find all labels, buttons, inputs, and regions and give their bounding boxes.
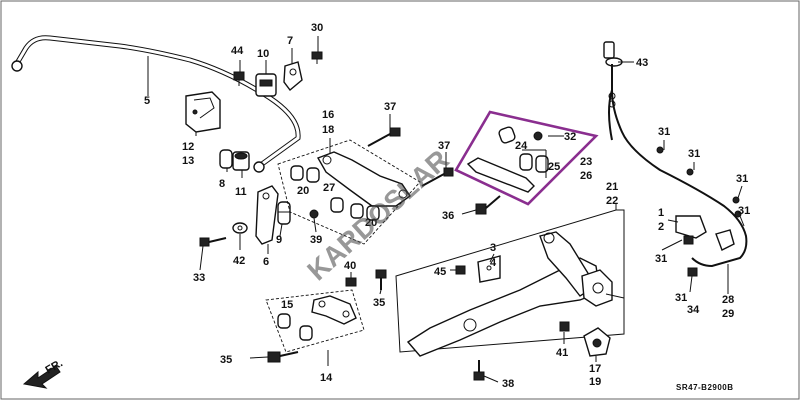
bolt-30 [311,51,323,64]
hub-cap-17 [583,327,611,357]
bushing-9 [277,201,291,225]
label-16: 16 [322,109,334,121]
front-direction-arrow: FR. [22,357,65,389]
label-37a: 37 [384,101,396,113]
label-40: 40 [344,260,356,272]
label-10: 10 [257,48,269,60]
bolt-37-lower [421,167,454,187]
label-32: 32 [564,131,576,143]
label-3: 3 [490,242,496,254]
bolt-38 [473,360,485,381]
label-29: 29 [722,308,734,320]
label-28: 28 [722,294,734,306]
compensator-arm-group [265,289,365,353]
label-14: 14 [320,372,333,384]
label-22: 22 [606,195,618,207]
part-number-labels: 1 2 3 4 5 6 7 8 9 10 11 12 13 14 15 16 1… [144,22,750,390]
bolt-37-upper [367,127,401,147]
washer-42 [232,222,248,234]
label-37b: 37 [438,140,450,152]
stabilizer-link [255,185,279,245]
nut-40 [345,277,357,287]
label-17: 17 [589,363,601,375]
label-45: 45 [434,266,446,278]
stabilizer-clamp [255,73,277,97]
bolt-45 [455,265,466,275]
bushing-11 [232,151,250,171]
label-8: 8 [219,178,225,190]
label-31a: 31 [658,126,670,138]
label-31f: 31 [675,292,687,304]
label-23: 23 [580,156,592,168]
nut-41 [559,321,570,332]
label-20a: 20 [297,185,309,197]
label-33: 33 [193,272,205,284]
label-15: 15 [281,299,293,311]
bracket-3-4 [477,255,501,283]
label-18: 18 [322,124,334,136]
highlighted-upper-link [454,110,599,206]
bolt-44 [233,71,245,86]
drawing-code: SR47-B2900B [676,383,734,392]
label-26: 26 [580,170,592,182]
bushing-8 [219,149,233,169]
bolt-39 [309,209,319,219]
link-7 [283,61,303,92]
label-43: 43 [636,57,648,69]
label-11: 11 [235,186,247,198]
direction-label: FR. [44,357,65,376]
label-5: 5 [144,95,150,107]
leader-lines [147,36,745,383]
highlight-outline [454,110,599,206]
stabilizer-bracket [185,91,221,133]
label-25: 25 [548,161,560,173]
label-19: 19 [589,376,601,388]
label-38: 38 [502,378,514,390]
label-12: 12 [182,141,194,153]
label-42: 42 [233,255,245,267]
label-21: 21 [606,181,618,193]
label-27: 27 [323,182,335,194]
bolt-33 [199,237,227,247]
label-44: 44 [231,45,244,57]
label-31c: 31 [736,173,748,185]
label-30: 30 [311,22,323,34]
label-4: 4 [490,257,497,269]
label-9: 9 [276,234,282,246]
abs-sensor-harness [603,41,748,277]
bolt-36 [475,195,501,215]
label-24: 24 [515,140,528,152]
label-13: 13 [182,155,194,167]
label-39: 39 [310,234,322,246]
label-2: 2 [658,221,664,233]
label-35a: 35 [373,297,385,309]
label-6: 6 [263,256,269,268]
trailing-arm-group [395,209,625,357]
bolt-35-lower [267,351,299,363]
bolt-35-upper [375,269,387,290]
label-36: 36 [442,210,454,222]
label-31d: 31 [738,205,750,217]
label-7: 7 [287,35,293,47]
lower-arm-group [277,139,421,245]
label-31b: 31 [688,148,700,160]
label-34: 34 [687,304,700,316]
label-1: 1 [658,207,664,219]
label-20b: 20 [365,217,377,229]
label-31e: 31 [655,253,667,265]
label-41: 41 [556,347,568,359]
label-35b: 35 [220,354,232,366]
stabilizer-bar [11,35,301,173]
